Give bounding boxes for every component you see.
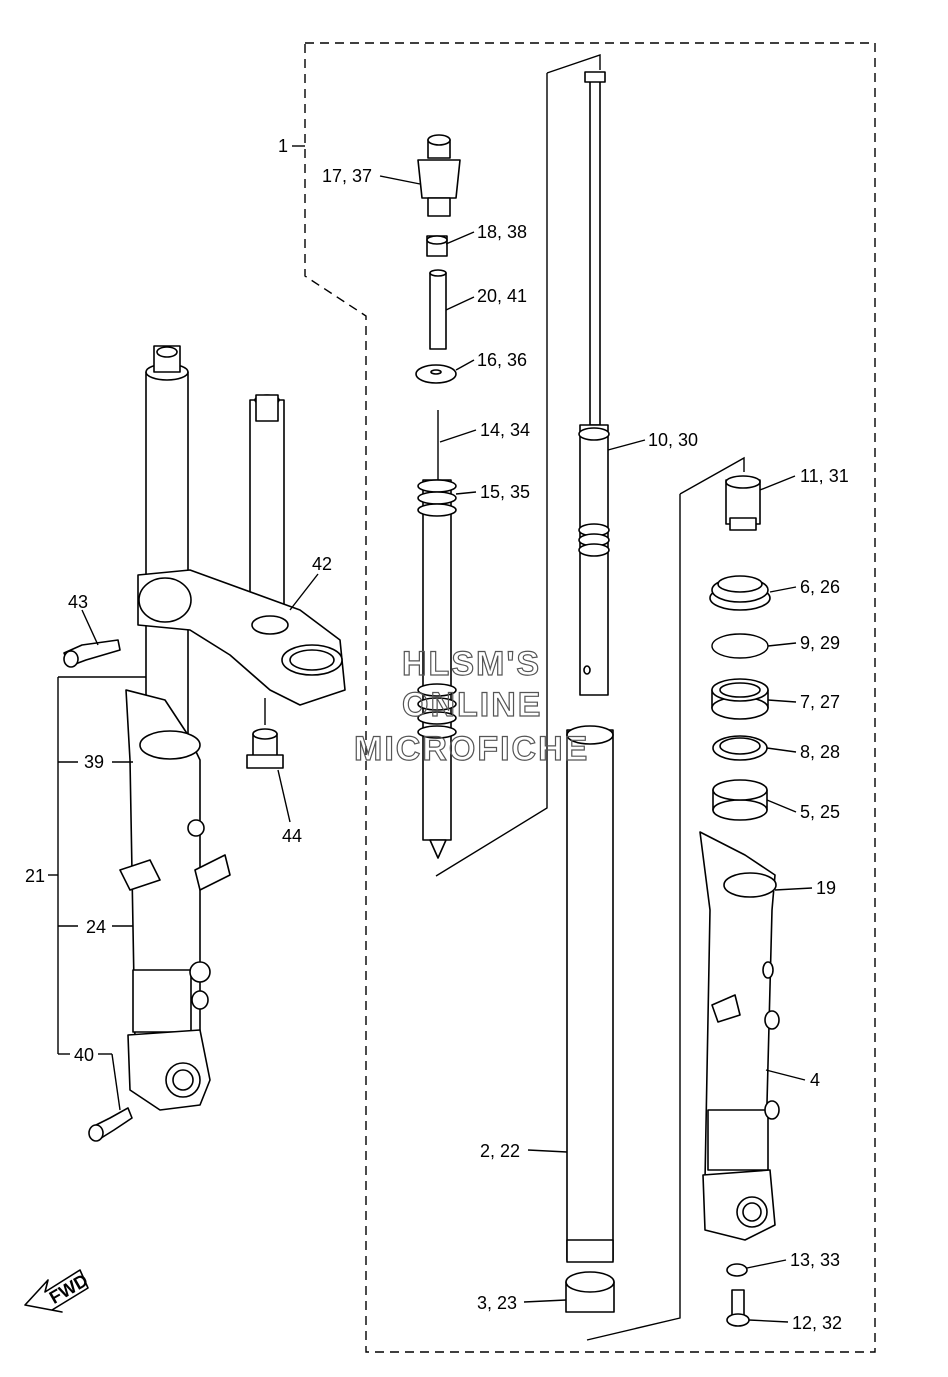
seal-6 [709, 575, 771, 611]
watermark-line-1: HLSM'S [402, 645, 541, 683]
bolt-40 [88, 1107, 133, 1142]
callout-7-27: 7, 27 [800, 692, 840, 712]
washer-13 [726, 1263, 748, 1277]
subassembly-line-right [586, 456, 745, 1341]
callout-15-35: 15, 35 [480, 482, 530, 502]
callout-2-22: 2, 22 [480, 1141, 520, 1161]
callout-24: 24 [86, 917, 106, 937]
callout-19: 19 [816, 878, 836, 898]
fwd-label: FWD [46, 1270, 91, 1308]
callout-39: 39 [84, 752, 104, 772]
collar-44 [246, 728, 284, 769]
callout-1: 1 [278, 136, 288, 156]
callout-18-38: 18, 38 [477, 222, 527, 242]
watermark: HLSM'S ONLINE MICROFICHE [353, 644, 589, 768]
pipe-20 [429, 269, 447, 350]
callout-42: 42 [312, 554, 332, 574]
bushing-5 [712, 779, 768, 821]
damper-rod-10 [578, 71, 610, 696]
callout-10-30: 10, 30 [648, 430, 698, 450]
callout-16-36: 16, 36 [477, 350, 527, 370]
assembly-boundary [304, 42, 876, 1353]
callout-21: 21 [25, 866, 45, 886]
fwd-arrow-icon: FWD [24, 1269, 91, 1313]
clip-9 [711, 633, 769, 659]
bushing-8 [712, 735, 768, 761]
callout-4: 4 [810, 1070, 820, 1090]
adjuster-17 [417, 134, 461, 217]
callout-20-41: 20, 41 [477, 286, 527, 306]
cap-11 [725, 475, 761, 531]
washer-7 [711, 678, 769, 720]
assembled-fork-left [63, 345, 346, 1142]
bolt-12 [726, 1289, 750, 1327]
callout-11-31: 11, 31 [800, 466, 849, 486]
callout-14-34: 14, 34 [480, 420, 530, 440]
nut-18 [426, 235, 448, 257]
washer-16 [415, 364, 457, 384]
callout-17-37: 17, 37 [322, 166, 372, 186]
callout-5-25: 5, 25 [800, 802, 840, 822]
watermark-line-2: ONLINE [402, 686, 542, 724]
leader-lines [48, 145, 813, 1323]
callout-9-29: 9, 29 [800, 633, 840, 653]
callout-40: 40 [74, 1045, 94, 1065]
watermark-line-3: MICROFICHE [354, 730, 589, 768]
callout-43: 43 [68, 592, 88, 612]
outer-tube-19 [699, 831, 780, 1241]
bushing-3 [565, 1271, 615, 1313]
bolt-43 [63, 639, 121, 668]
callout-44: 44 [282, 826, 302, 846]
inner-tube-2 [566, 725, 614, 1263]
callout-12-32: 12, 32 [792, 1313, 842, 1333]
callout-13-33: 13, 33 [790, 1250, 840, 1270]
callout-6-26: 6, 26 [800, 577, 840, 597]
callout-3-23: 3, 23 [477, 1293, 517, 1313]
callouts: 1 17, 37 18, 38 20, 41 16, 36 14, 34 15,… [25, 136, 849, 1333]
rod-14-spring-15 [417, 410, 457, 859]
subassembly-line-center [435, 54, 601, 877]
callout-8-28: 8, 28 [800, 742, 840, 762]
